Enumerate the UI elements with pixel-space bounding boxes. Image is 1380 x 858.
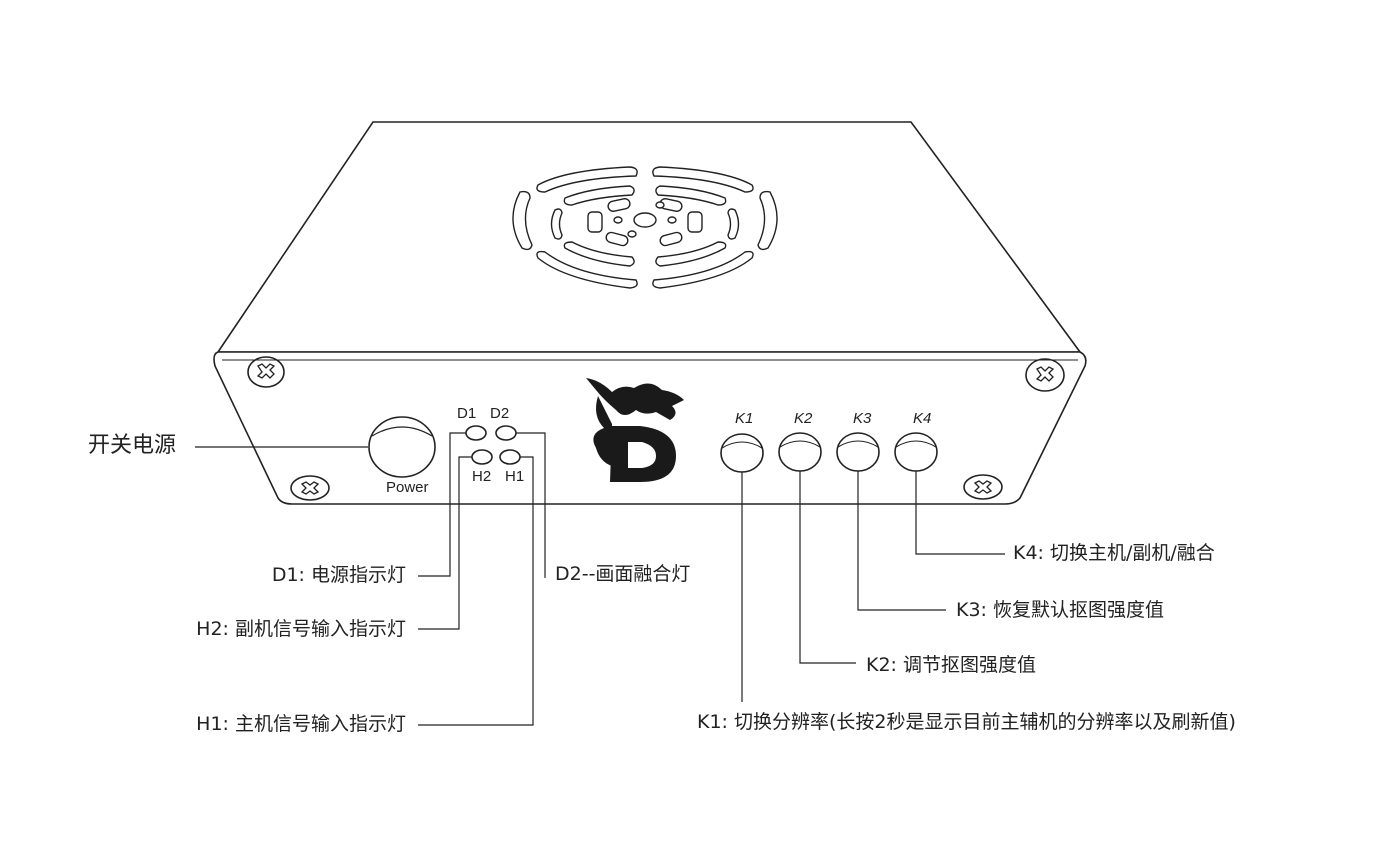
key-k1 [720, 433, 764, 473]
led-label-h1: H1 [505, 468, 524, 485]
led-h1 [499, 449, 521, 465]
callout-h2: H2: 副机信号输入指示灯 [196, 618, 406, 640]
power-text: Power [386, 479, 429, 496]
device-top-panel [216, 121, 1082, 353]
led-d2 [495, 425, 517, 441]
leader-d2 [516, 432, 546, 578]
callout-k2: K2: 调节抠图强度值 [866, 654, 1036, 676]
callout-h1: H1: 主机信号输入指示灯 [196, 713, 406, 735]
key-k4 [894, 432, 938, 472]
vent-grille [512, 166, 778, 289]
leader-h2 [418, 456, 472, 630]
key-label-k4: K4 [913, 410, 931, 427]
led-indicators [465, 425, 521, 465]
callout-k1: K1: 切换分辨率(长按2秒是显示目前主辅机的分辨率以及刷新值) [697, 711, 1236, 733]
key-k2 [778, 432, 822, 472]
screw-top-right [1025, 358, 1065, 392]
power-switch-label: 开关电源 [88, 433, 177, 458]
led-label-h2: H2 [472, 468, 491, 485]
brand-logo [586, 378, 684, 482]
callout-k4: K4: 切换主机/副机/融合 [1013, 542, 1215, 564]
callout-d1: D1: 电源指示灯 [271, 564, 406, 586]
screw-top-left [247, 356, 285, 388]
leader-d1 [418, 432, 466, 577]
leader-k3 [857, 471, 946, 611]
leader-k2 [799, 471, 856, 664]
key-label-k2: K2 [794, 410, 813, 427]
power-knob [368, 416, 436, 478]
key-label-k1: K1 [735, 410, 753, 427]
led-label-d2: D2 [490, 405, 509, 422]
key-buttons [720, 432, 938, 473]
led-h2 [471, 449, 493, 465]
led-label-d1: D1 [457, 405, 476, 422]
led-d1 [465, 425, 487, 441]
screw-bottom-left [290, 475, 330, 501]
leader-lines [195, 432, 1005, 726]
leader-h1 [418, 456, 534, 726]
key-k3 [836, 432, 880, 472]
screw-bottom-right [963, 474, 1003, 500]
key-label-k3: K3 [853, 410, 872, 427]
callout-d2: D2--画面融合灯 [555, 563, 691, 585]
callout-k3: K3: 恢复默认抠图强度值 [956, 599, 1164, 621]
leader-k4 [915, 471, 1005, 555]
